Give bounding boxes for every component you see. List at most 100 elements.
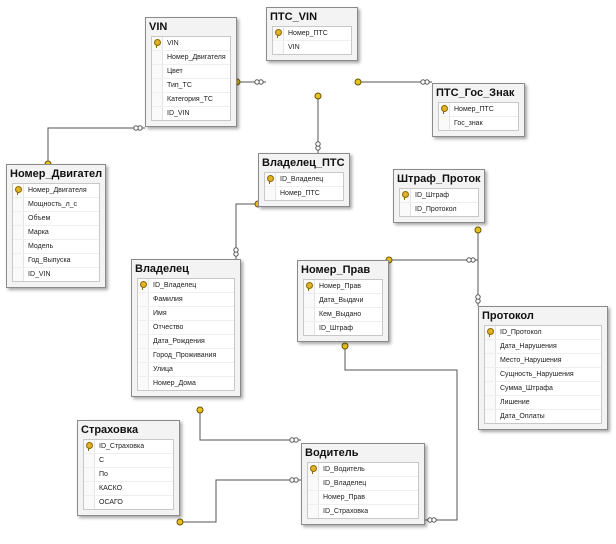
row-selector bbox=[152, 93, 163, 106]
field-row[interactable]: Год_Выпуска bbox=[13, 254, 99, 268]
field-name: Улица bbox=[153, 366, 173, 373]
row-selector bbox=[485, 354, 496, 367]
field-row[interactable]: Кем_Выдано bbox=[304, 308, 382, 322]
table-title: VIN bbox=[149, 21, 168, 33]
primary-key-icon bbox=[304, 280, 315, 293]
field-name: ID_Протокол bbox=[415, 206, 457, 213]
row-selector bbox=[84, 454, 95, 467]
field-row[interactable]: Номер_ПТС bbox=[265, 187, 343, 200]
relationship-many-end-icon bbox=[289, 437, 299, 443]
field-row[interactable]: Номер_Прав bbox=[304, 280, 382, 294]
field-row[interactable]: ID_Страховка bbox=[308, 505, 418, 518]
field-row[interactable]: Номер_Прав bbox=[308, 491, 418, 505]
field-row[interactable]: Место_Нарушения bbox=[485, 354, 601, 368]
field-name: Дата_Нарушения bbox=[500, 343, 557, 350]
field-row[interactable]: Номер_ПТС bbox=[439, 103, 518, 117]
field-row[interactable]: Номер_Двигателя bbox=[13, 184, 99, 198]
primary-key-icon bbox=[400, 189, 411, 202]
field-row[interactable]: ID_Владелец bbox=[138, 279, 234, 293]
row-selector bbox=[13, 240, 24, 253]
field-row[interactable]: Номер_Двигателя bbox=[152, 51, 230, 65]
relationship-many-end-icon bbox=[475, 294, 481, 304]
relationship-many-end-icon bbox=[427, 517, 437, 523]
field-row[interactable]: Объем bbox=[13, 212, 99, 226]
field-row[interactable]: Дата_Нарушения bbox=[485, 340, 601, 354]
field-row[interactable]: ID_VIN bbox=[13, 268, 99, 281]
field-row[interactable]: Гос_знак bbox=[439, 117, 518, 130]
field-row[interactable]: Дата_Оплаты bbox=[485, 410, 601, 423]
field-row[interactable]: ID_Водитель bbox=[308, 463, 418, 477]
field-row[interactable]: Тип_ТС bbox=[152, 79, 230, 93]
field-name: Номер_Двигателя bbox=[167, 54, 226, 61]
field-row[interactable]: Сущность_Нарушения bbox=[485, 368, 601, 382]
field-row[interactable]: Номер_Дома bbox=[138, 377, 234, 390]
field-name: ID_Штраф bbox=[319, 325, 354, 332]
primary-key-icon bbox=[84, 440, 95, 453]
field-row[interactable]: ID_Штраф bbox=[400, 189, 478, 203]
field-name: Имя bbox=[153, 310, 167, 317]
relationship-line-strahovka-voditel bbox=[180, 479, 301, 523]
field-row[interactable]: Лишение bbox=[485, 396, 601, 410]
field-row[interactable]: Мощность_л_с bbox=[13, 198, 99, 212]
field-row[interactable]: С bbox=[84, 454, 173, 468]
field-row[interactable]: Номер_ПТС bbox=[273, 27, 351, 41]
field-name: ID_Страховка bbox=[323, 508, 369, 515]
field-row[interactable]: Город_Проживания bbox=[138, 349, 234, 363]
field-row[interactable]: Имя bbox=[138, 307, 234, 321]
field-row[interactable]: VIN bbox=[152, 37, 230, 51]
row-selector bbox=[138, 321, 149, 334]
field-row[interactable]: VIN bbox=[273, 41, 351, 54]
field-name: ID_Владелец bbox=[280, 176, 324, 183]
relationship-line-nomer_dvig-vin bbox=[47, 127, 145, 164]
field-row[interactable]: Дата_Рождения bbox=[138, 335, 234, 349]
field-row[interactable]: Марка bbox=[13, 226, 99, 240]
field-row[interactable]: ID_Штраф bbox=[304, 322, 382, 335]
field-row[interactable]: ID_Владелец bbox=[308, 477, 418, 491]
field-row[interactable]: ID_Страховка bbox=[84, 440, 173, 454]
field-name: Номер_Дома bbox=[153, 380, 196, 387]
row-selector bbox=[265, 187, 276, 200]
field-row[interactable]: ID_Владелец bbox=[265, 173, 343, 187]
relationship-many-end-icon bbox=[315, 141, 321, 151]
field-row[interactable]: ID_Протокол bbox=[485, 326, 601, 340]
relationship-key-end-icon bbox=[314, 92, 322, 100]
row-selector bbox=[84, 482, 95, 495]
field-row[interactable]: Категория_ТС bbox=[152, 93, 230, 107]
field-row[interactable]: Цвет bbox=[152, 65, 230, 79]
row-selector bbox=[400, 203, 411, 216]
row-selector bbox=[304, 322, 315, 335]
table-title: ПТС_VIN bbox=[270, 11, 318, 23]
row-selector bbox=[13, 198, 24, 211]
row-selector bbox=[485, 368, 496, 381]
relationship-many-end-icon bbox=[289, 477, 299, 483]
field-row[interactable]: Отчество bbox=[138, 321, 234, 335]
field-row[interactable]: Модель bbox=[13, 240, 99, 254]
field-row[interactable]: ID_Протокол bbox=[400, 203, 478, 216]
field-row[interactable]: По bbox=[84, 468, 173, 482]
field-row[interactable]: ОСАГО bbox=[84, 496, 173, 509]
field-row[interactable]: Сумма_Штрафа bbox=[485, 382, 601, 396]
table-title: Водитель bbox=[305, 447, 359, 459]
field-row[interactable]: Дата_Выдачи bbox=[304, 294, 382, 308]
field-row[interactable]: КАСКО bbox=[84, 482, 173, 496]
field-name: Номер_Двигателя bbox=[28, 187, 87, 194]
relationship-key-end-icon bbox=[341, 342, 349, 350]
field-name: Фамилия bbox=[153, 296, 183, 303]
field-name: Марка bbox=[28, 229, 49, 236]
field-row[interactable]: ID_VIN bbox=[152, 107, 230, 120]
field-row[interactable]: Улица bbox=[138, 363, 234, 377]
row-selector bbox=[152, 107, 163, 120]
field-row[interactable]: Фамилия bbox=[138, 293, 234, 307]
